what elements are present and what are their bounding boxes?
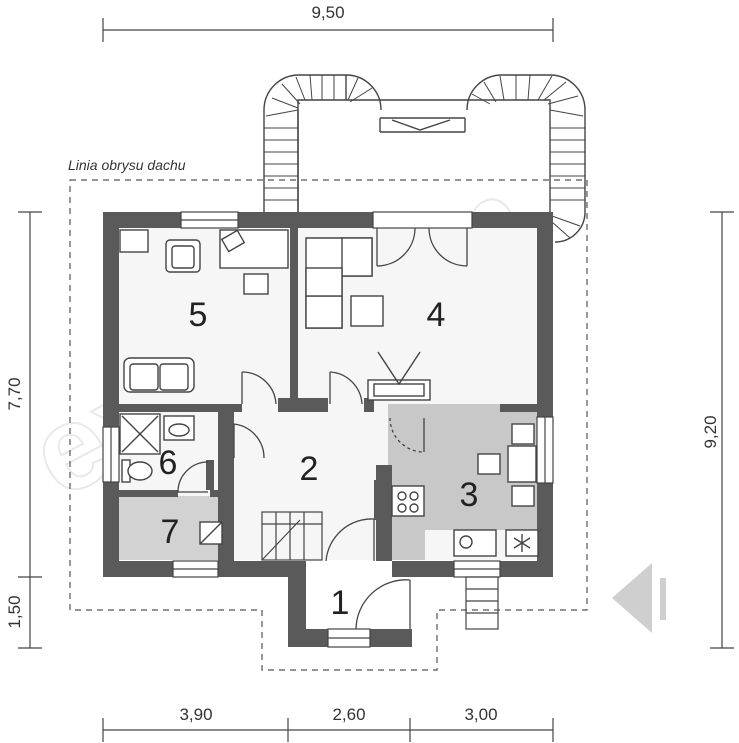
room-1-label: 1 (331, 584, 350, 622)
walls (103, 212, 553, 647)
room-7-appliance (199, 521, 223, 545)
dimension-right (710, 211, 734, 649)
bathroom-fixtures (119, 413, 195, 483)
roof-outline-label: Linia obrysu dachu (68, 157, 186, 173)
room-5-label: 5 (189, 296, 208, 334)
terrace (263, 74, 586, 243)
room-4-label: 4 (427, 296, 446, 334)
room-3-label: 3 (460, 476, 479, 514)
dimension-left (18, 211, 42, 649)
room-5-furniture (119, 229, 289, 393)
dim-bottom-3-label: 3,00 (464, 705, 497, 724)
dim-bottom-1-label: 3,90 (179, 705, 212, 724)
room-7-label: 7 (161, 513, 180, 551)
kitchen-floor (388, 404, 538, 560)
dim-left-lower-label: 1,50 (5, 595, 24, 628)
dim-bottom-2-label: 2,60 (332, 705, 365, 724)
room-2-label: 2 (300, 450, 319, 488)
triangle-left-arrow-icon (612, 563, 666, 633)
windows (102, 211, 554, 648)
dim-right-label: 9,20 (701, 415, 720, 448)
interior-stairs (261, 511, 323, 561)
dim-top-label: 9,50 (311, 3, 344, 22)
dimension-top (102, 18, 554, 42)
dimension-bottom (102, 718, 554, 742)
entrance-steps (465, 576, 499, 630)
dim-left-upper-label: 7,70 (5, 377, 24, 410)
roof-outline (69, 179, 588, 671)
room-4-furniture (305, 237, 431, 401)
doors (177, 227, 468, 630)
kitchen-furniture (391, 423, 539, 557)
room-6-label: 6 (159, 444, 178, 482)
